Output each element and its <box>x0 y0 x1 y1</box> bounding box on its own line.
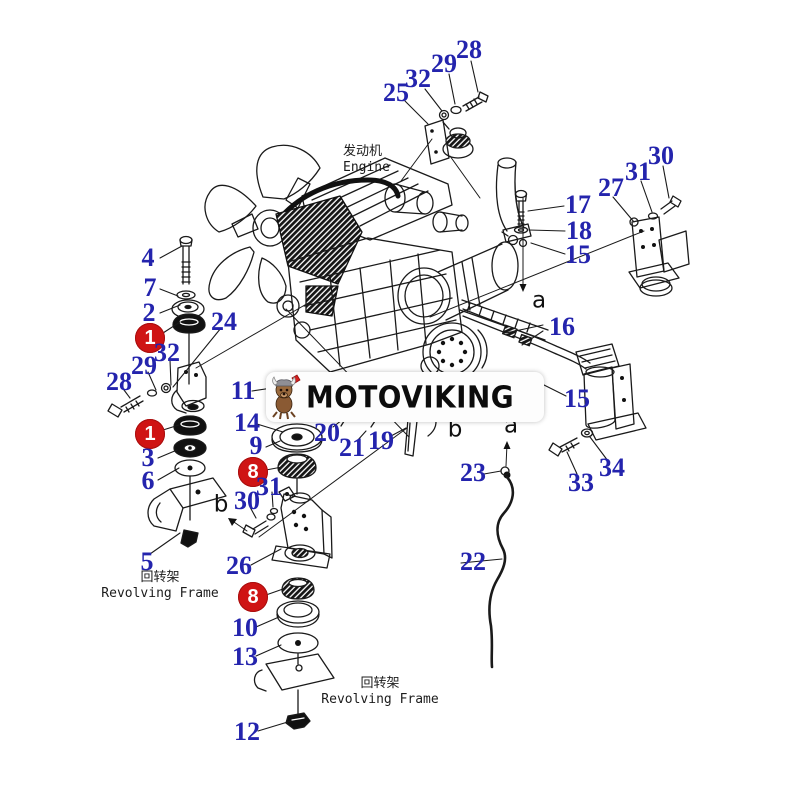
callout-circled-8: 8 <box>238 582 268 612</box>
callout-11: 11 <box>230 376 256 405</box>
callout-16: 16 <box>549 312 575 341</box>
fan-icon <box>204 144 321 304</box>
cushion-8-upper <box>277 453 317 479</box>
callout-21: 21 <box>339 433 365 462</box>
callout-6: 6 <box>141 466 155 495</box>
viking-dog-icon <box>272 374 301 420</box>
bracket-27 <box>628 216 690 297</box>
callout-22: 22 <box>460 547 486 576</box>
washer-7 <box>176 290 196 300</box>
callout-33: 33 <box>568 468 594 497</box>
callout-circled-1: 1 <box>135 323 165 353</box>
callout-26: 26 <box>226 551 252 580</box>
oil-filter-assembly <box>575 343 647 441</box>
ring-32-top <box>438 109 450 121</box>
callout-circled-1: 1 <box>135 419 165 449</box>
callout-27: 27 <box>598 173 624 202</box>
callout-5: 5 <box>140 547 154 576</box>
callout-31: 31 <box>625 157 651 186</box>
callout-30: 30 <box>234 486 260 515</box>
callout-19: 19 <box>368 426 394 455</box>
washer-29-top <box>450 105 462 115</box>
cushion-1-lower <box>173 415 207 436</box>
callout-31: 31 <box>256 472 282 501</box>
callout-2: 2 <box>142 298 156 327</box>
washer-34 <box>580 428 594 438</box>
bracket-5 <box>147 477 227 548</box>
bolt-33 <box>548 437 580 457</box>
hose-16 <box>462 308 591 370</box>
callout-10: 10 <box>232 613 258 642</box>
callout-9: 9 <box>249 431 263 460</box>
bracket-24 <box>171 361 207 414</box>
callout-30: 30 <box>648 141 674 170</box>
revolving-frame-left-label: 回转架 Revolving Frame <box>101 570 218 602</box>
callout-3: 3 <box>141 443 155 472</box>
callout-28: 28 <box>106 367 132 396</box>
callout-24: 24 <box>211 307 237 336</box>
callout-29: 29 <box>131 351 157 380</box>
strip-19 <box>404 418 418 457</box>
callout-13: 13 <box>232 642 258 671</box>
callout-32: 32 <box>154 338 180 367</box>
callout-4: 4 <box>141 243 155 272</box>
cable-22 <box>488 471 515 669</box>
bracket-26 <box>271 486 333 569</box>
callout-7: 7 <box>143 273 157 302</box>
leader-lines <box>123 60 670 732</box>
view-letter-a: a <box>531 287 547 314</box>
ring-3 <box>173 438 207 458</box>
engine-label-zh: 发动机 <box>343 144 383 159</box>
washer-29-left <box>146 389 158 397</box>
callout-20: 20 <box>314 418 340 447</box>
callout-12: 12 <box>234 717 260 746</box>
watermark: MOTOVIKING <box>266 372 544 422</box>
washer-18 <box>513 226 529 234</box>
pulley-9 <box>271 423 323 453</box>
bolt-28-left <box>107 395 144 418</box>
callout-circled-8: 8 <box>238 457 268 487</box>
bolt-28-top <box>462 91 489 112</box>
washer-31-center <box>266 507 279 521</box>
cushion-1-upper <box>172 313 206 334</box>
cushion-8-lower <box>281 577 315 600</box>
callout-15: 15 <box>564 384 590 413</box>
view-letter-b: b <box>447 416 463 443</box>
engine-block <box>275 157 549 437</box>
bolt-30-right <box>660 195 682 215</box>
revolving-frame-left-en: Revolving Frame <box>101 586 219 601</box>
cup-10 <box>276 600 320 628</box>
engine-label-en: Engine <box>343 160 390 175</box>
bolt-30-center <box>242 520 269 538</box>
callout-28: 28 <box>456 35 482 64</box>
callout-15: 15 <box>565 240 591 269</box>
mount-25 <box>400 119 481 199</box>
view-letter-b: b <box>213 491 229 518</box>
callout-32: 32 <box>405 64 431 93</box>
callout-17: 17 <box>565 190 591 219</box>
bolt-4 <box>179 235 193 285</box>
nut-32-left <box>160 382 172 394</box>
callout-34: 34 <box>599 453 625 482</box>
callout-18: 18 <box>566 216 592 245</box>
callout-23: 23 <box>460 458 486 487</box>
watermark-text: MOTOVIKING <box>306 379 515 415</box>
washer-31-right <box>647 212 659 220</box>
disc-2 <box>171 299 205 319</box>
callout-29: 29 <box>431 49 457 78</box>
callout-25: 25 <box>383 78 409 107</box>
washer-13 <box>277 632 319 654</box>
revolving-frame-left-zh: 回转架 <box>140 570 180 585</box>
engine-label: 发动机 Engine <box>343 144 390 176</box>
revolving-frame-bottom-zh: 回转架 <box>360 676 400 691</box>
revolving-frame-bottom-en: Revolving Frame <box>321 692 439 707</box>
callout-14: 14 <box>234 408 260 437</box>
revolving-frame-bottom-label: 回转架 Revolving Frame <box>321 676 438 708</box>
